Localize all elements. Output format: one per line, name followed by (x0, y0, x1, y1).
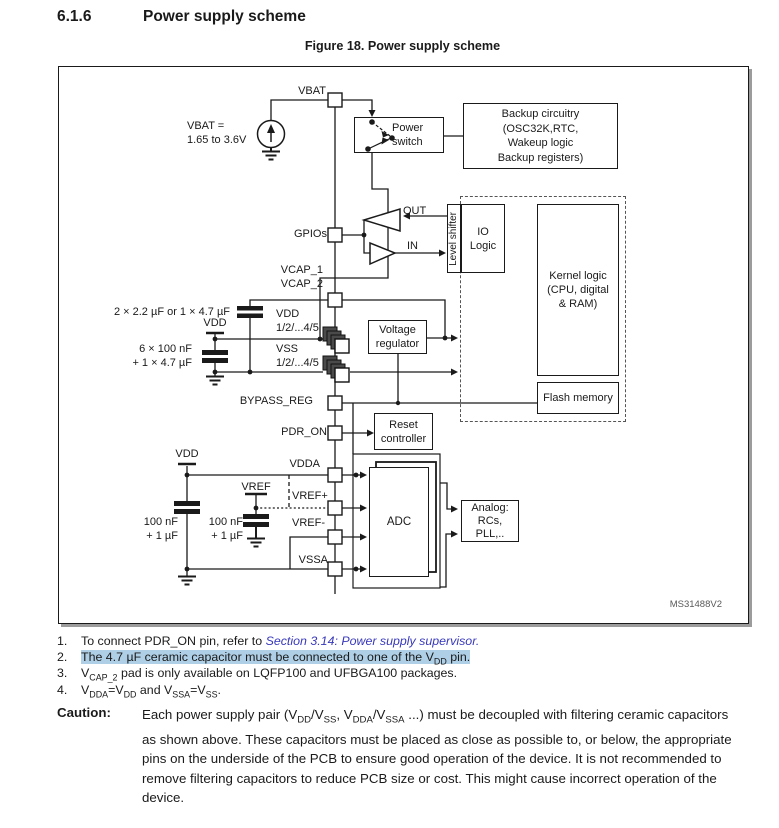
vref-capacitor-label: 100 nF+ 1 µF (208, 516, 243, 542)
section-number: 6.1.6 (57, 8, 92, 25)
backup-line: (OSC32K,RTC, (502, 122, 579, 135)
adc-block: ADC (369, 467, 429, 577)
vref-node-label: VREF (241, 481, 271, 493)
note-number: 2. (57, 650, 68, 664)
note-text: VDDA=VDD and VSSA=VSS. (81, 683, 221, 700)
kernel-line: Kernel logic (549, 270, 607, 282)
chip-pins (327, 92, 343, 577)
reset-controller-block: Reset controller (374, 413, 433, 450)
level-shifter-block: Level shifter (447, 204, 461, 273)
regulator-line: Voltage (379, 324, 416, 336)
note-number: 4. (57, 683, 68, 697)
note-row: 3. VCAP_2 pad is only available on LQFP10… (57, 665, 457, 685)
analog-block: Analog: RCs, PLL,.. (461, 500, 519, 542)
io-buffer-icons (361, 207, 401, 266)
power-switch-block (354, 117, 444, 153)
reset-line: Reset (389, 418, 418, 431)
junction-dots (184, 232, 448, 572)
reset-line: controller (380, 432, 427, 445)
flash-label: Flash memory (543, 392, 613, 404)
note-row: 1. To connect PDR_ON pin, refer to Sectio… (57, 633, 479, 649)
note-text: VCAP_2 pad is only available on LQFP100 … (81, 666, 458, 683)
figure-code: MS31488V2 (669, 599, 722, 610)
flash-memory-block: Flash memory (537, 382, 619, 414)
digital-domain-dashed-box (460, 196, 626, 422)
arrowheads (360, 110, 458, 573)
backup-line: Backup circuitry (501, 108, 580, 120)
pin-label-vdda: VDDA (289, 458, 320, 470)
caution-label: Caution: (57, 705, 111, 720)
capacitor-icon (174, 306, 269, 527)
backup-line: Backup registers) (497, 151, 584, 164)
note-number: 1. (57, 634, 68, 648)
vdda-capacitor-label: 100 nF+ 1 µF (143, 516, 178, 542)
note-row: 2. The 4.7 µF ceramic capacitor must be c… (57, 649, 471, 669)
supply-terminal-icons (178, 331, 267, 496)
kernel-line: (CPU, digital (547, 284, 609, 296)
analog-line: PLL,.. (475, 527, 505, 540)
kernel-line: & RAM) (558, 298, 598, 310)
io-logic-line: IO (477, 225, 489, 238)
pin-label-vssa: VSSA (298, 554, 328, 566)
vss-pin-stack-icon (322, 355, 350, 383)
kernel-logic-block: Kernel logic (CPU, digital & RAM) (537, 204, 619, 376)
vdd-analog-node-label: VDD (175, 448, 199, 460)
caution-text: Each power supply pair (VDD/VSS, VDDA/VS… (142, 707, 732, 806)
pin-label-vbat: VBAT (298, 85, 326, 97)
pin-label-gpios: GPIOs (293, 228, 327, 240)
ground-icon (178, 147, 280, 586)
vdd-node-label: VDD (203, 317, 227, 329)
in-label: IN (407, 240, 418, 252)
vdd-pin-stack-icon (322, 326, 350, 354)
note-text: To connect PDR_ON pin, refer to (81, 634, 266, 648)
pin-label-pdr-on: PDR_ON (281, 426, 327, 438)
adc-label: ADC (386, 516, 412, 528)
backup-line: Wakeup logic (507, 137, 574, 149)
analog-line: Analog: (471, 501, 509, 514)
level-shifter-label: Level shifter (448, 211, 459, 266)
analog-domain-outline (352, 453, 441, 589)
out-label: OUT (403, 205, 427, 217)
note-text-highlighted: The 4.7 µF ceramic capacitor must be con… (81, 650, 471, 667)
note-row: 4. VDDA=VDD and VSSA=VSS. (57, 682, 221, 702)
pin-label-bypass-reg: BYPASS_REG (239, 395, 313, 407)
figure-caption: Figure 18. Power supply scheme (304, 39, 501, 53)
pin-label-vref-minus: VREF- (292, 517, 325, 529)
vdd-capacitor-label: 6 × 100 nF+ 1 × 4.7 µF (132, 343, 192, 369)
switch-icon (365, 119, 395, 152)
note-number: 3. (57, 666, 68, 680)
current-source-icon (256, 119, 286, 149)
regulator-line: regulator (375, 338, 420, 350)
vbat-source-label: VBAT =1.65 to 3.6V (187, 120, 247, 146)
note-section-link[interactable]: Section 3.14: Power supply supervisor. (265, 634, 480, 648)
page-title: Power supply scheme (143, 8, 306, 25)
vcap-capacitor-label: 2 × 2.2 µF or 1 × 4.7 µF (113, 306, 230, 318)
pin-label-vref-plus: VREF+ (292, 490, 328, 502)
analog-line: RCs, (477, 514, 503, 527)
io-logic-line: Logic (469, 239, 497, 252)
io-logic-block: IO Logic (461, 204, 505, 273)
backup-circuitry-block: Backup circuitry (OSC32K,RTC, Wakeup log… (463, 103, 618, 169)
voltage-regulator-block: Voltage regulator (368, 320, 427, 354)
